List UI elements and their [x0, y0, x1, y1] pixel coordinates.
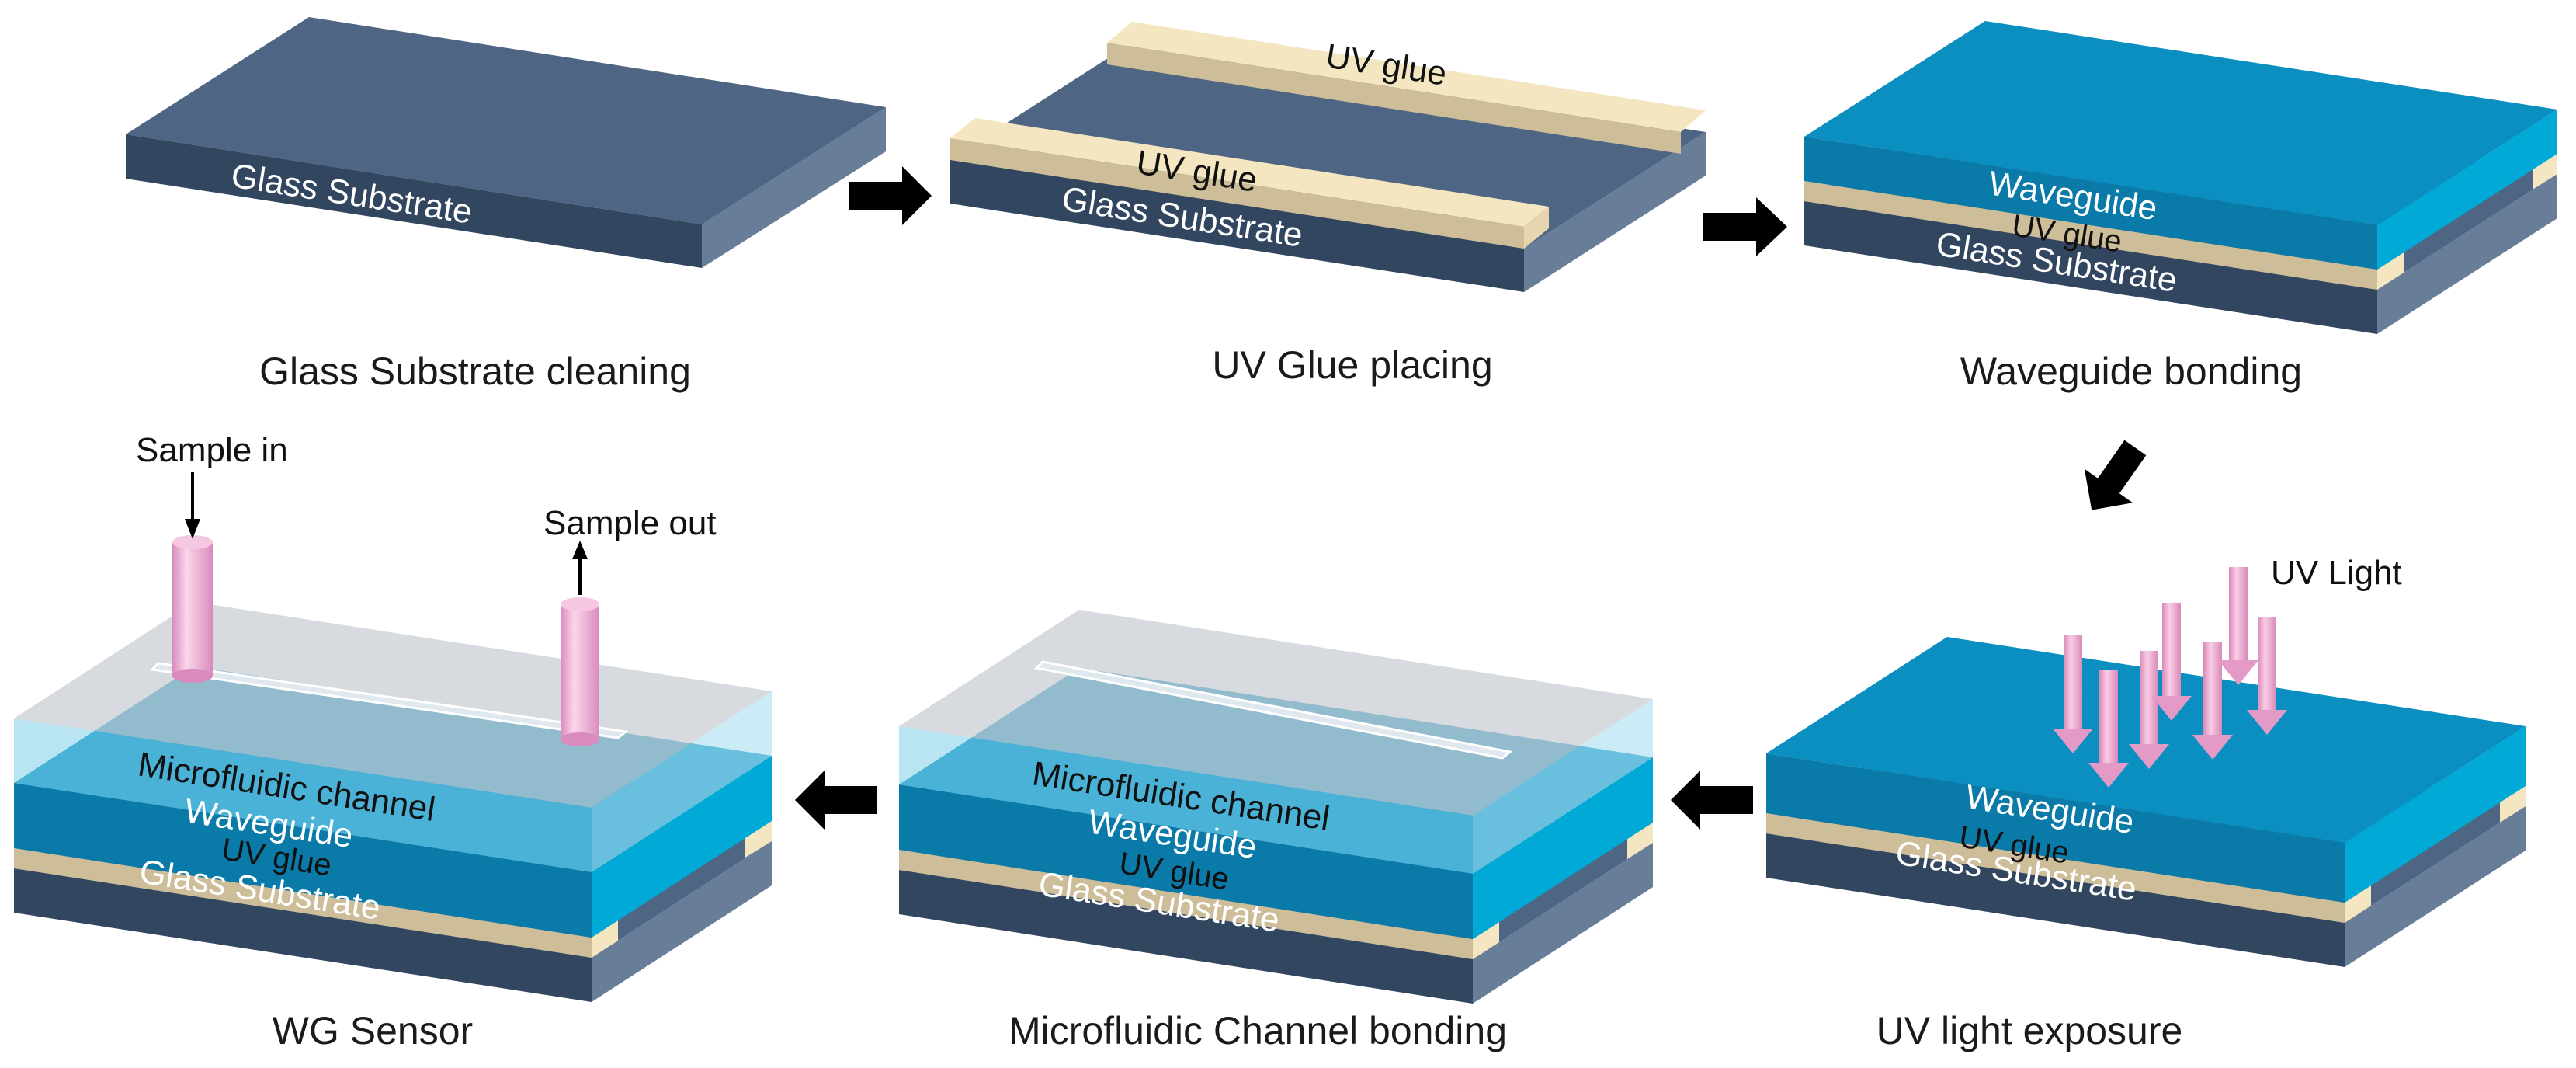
- waveguide-front: [14, 783, 592, 938]
- glue-strip-front-side: [1524, 207, 1549, 249]
- step-5: Microfluidic channel Waveguide UV glue G…: [899, 610, 1653, 1052]
- glue-strip-front-top: [950, 118, 1549, 227]
- glue-side: [592, 920, 618, 958]
- uv-light-arrows: [2053, 567, 2287, 788]
- microfluidic-channel: [1033, 660, 1513, 760]
- substrate-front: [950, 159, 1524, 292]
- step-caption: UV Glue placing: [1212, 343, 1492, 387]
- glue-strip-back-front: [1107, 43, 1681, 154]
- step-1: Glass Substrate Glass Substrate cleaning: [126, 17, 886, 393]
- sample-in-label: Sample in: [136, 431, 288, 469]
- waveguide-side: [1473, 757, 1653, 939]
- substrate-side: [2345, 806, 2526, 967]
- channel-layer-front: [14, 718, 592, 872]
- step-caption: Waveguide bonding: [1960, 350, 2302, 393]
- uv-arrow-icon: [2218, 567, 2258, 685]
- waveguide-side: [2345, 726, 2526, 903]
- step-caption: WG Sensor: [273, 1009, 473, 1052]
- channel-layer-side: [1473, 699, 1653, 874]
- glue-side: [2533, 154, 2557, 190]
- glue-strip-front-front: [950, 138, 1524, 249]
- step-2: UV glue UV glue Glass Substrate UV Glue …: [950, 22, 1706, 387]
- substrate-side: [1524, 132, 1706, 292]
- arrow-left-icon: [795, 771, 877, 830]
- substrate-front: [899, 870, 1473, 1004]
- glue-front: [1766, 813, 2345, 923]
- arrow-right-icon: [1703, 197, 1787, 256]
- substrate-side: [592, 841, 772, 1002]
- substrate-front: [1766, 833, 2345, 967]
- step-6: Sample in Sample out Microfluidic channe…: [14, 431, 772, 1052]
- step-caption: Glass Substrate cleaning: [259, 350, 691, 393]
- step-caption: UV light exposure: [1876, 1009, 2183, 1052]
- sample-out-label: Sample out: [543, 504, 717, 542]
- uv-arrow-icon: [2192, 642, 2233, 760]
- substrate-front: [126, 134, 702, 268]
- glue-side: [2345, 885, 2371, 923]
- step-4: Waveguide UV glue Glass Substrate UV Lig…: [1766, 554, 2526, 1052]
- waveguide-front: [1804, 137, 2377, 270]
- glue-side: [1627, 823, 1653, 859]
- substrate-side: [1473, 843, 1653, 1004]
- uv-arrow-icon: [2053, 635, 2093, 753]
- substrate-side: [702, 107, 886, 268]
- channel-layer-front: [899, 726, 1473, 874]
- waveguide-front: [1766, 753, 2345, 903]
- waveguide-front: [899, 784, 1473, 939]
- glue-side: [2500, 786, 2526, 823]
- substrate-front: [1804, 201, 2377, 334]
- channel-layer-side: [592, 691, 772, 872]
- uv-arrow-icon: [2088, 670, 2129, 788]
- uv-light-label: UV Light: [2271, 554, 2402, 592]
- substrate-side: [2377, 174, 2557, 334]
- step-caption: Microfluidic Channel bonding: [1009, 1009, 1507, 1052]
- outlet-tube: [561, 597, 599, 746]
- substrate-top: [950, 43, 1706, 249]
- glue-side: [1473, 922, 1499, 959]
- microfluidic-channel: [149, 662, 629, 739]
- glue-front: [1804, 181, 2377, 290]
- arrow-up-icon: [572, 541, 588, 559]
- glue-front: [14, 848, 592, 958]
- step-3: Waveguide UV glue Glass Substrate Wavegu…: [1804, 21, 2557, 393]
- uv-arrow-icon: [2151, 603, 2192, 721]
- glue-front: [899, 850, 1473, 959]
- waveguide-side: [2377, 110, 2557, 270]
- arrow-left-icon: [1671, 771, 1753, 830]
- substrate-front: [14, 868, 592, 1002]
- waveguide-top: [1804, 21, 2557, 225]
- arrow-down-left-icon: [2084, 440, 2147, 510]
- inlet-tube: [172, 535, 213, 683]
- waveguide-side: [592, 756, 772, 938]
- glue-side: [745, 821, 772, 858]
- arrow-right-icon: [849, 166, 932, 225]
- uv-arrow-icon: [2247, 617, 2287, 735]
- glue-strip-back-top: [1107, 22, 1706, 132]
- arrow-down-icon: [185, 519, 200, 539]
- substrate-top: [126, 17, 886, 224]
- glue-side: [2377, 252, 2404, 290]
